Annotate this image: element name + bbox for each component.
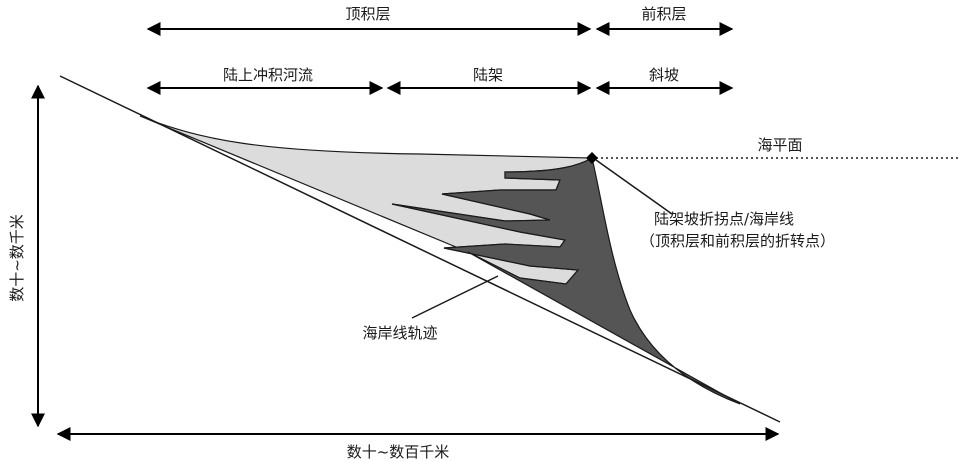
- foreset-wedge: [391, 157, 741, 405]
- shelf-label: 陆架: [473, 66, 503, 84]
- slope-label: 斜坡: [649, 66, 679, 84]
- vertical-scale-label: 数十~数千米: [8, 214, 26, 302]
- alluvial-label: 陆上冲积河流: [223, 66, 313, 84]
- topset-label: 顶积层: [345, 5, 390, 23]
- shelf-break-label: 陆架坡折拐点/海岸线: [654, 210, 794, 228]
- trajectory-leader: [411, 275, 499, 319]
- shelf-break-leader: [595, 159, 673, 215]
- basal-surface-line: [59, 75, 781, 423]
- shelf-break-marker: [586, 152, 598, 164]
- trajectory-label: 海岸线轨迹: [362, 324, 437, 342]
- foreset-label: 前积层: [641, 5, 686, 23]
- shelf-break-sublabel: （顶积层和前积层的折转点）: [640, 232, 835, 250]
- sea-level-label: 海平面: [757, 136, 802, 154]
- horizontal-scale-label: 数十~数百千米: [347, 443, 450, 461]
